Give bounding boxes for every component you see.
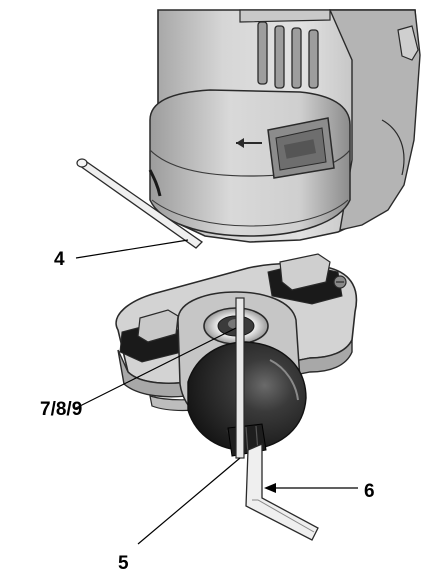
leader-line-5 xyxy=(137,457,241,545)
callout-7-8-9: 7/8/9 xyxy=(40,399,82,420)
direction-arrow-icon xyxy=(236,138,262,148)
leader-arrowhead-6 xyxy=(264,483,276,493)
hex-key xyxy=(245,443,319,541)
lock-button xyxy=(267,117,335,179)
vent-slots xyxy=(257,21,319,89)
callout-labels: 4 7/8/9 5 6 xyxy=(40,249,375,574)
leader-line-4 xyxy=(75,239,189,259)
leader-line-7-8-9 xyxy=(75,327,237,409)
callout-4: 4 xyxy=(54,249,65,270)
tool-housing xyxy=(148,9,421,243)
guide-pin xyxy=(76,158,204,249)
callout-5: 5 xyxy=(118,553,129,574)
leader-lines xyxy=(75,239,358,545)
collet-housing xyxy=(177,291,307,459)
callout-6: 6 xyxy=(364,481,375,502)
